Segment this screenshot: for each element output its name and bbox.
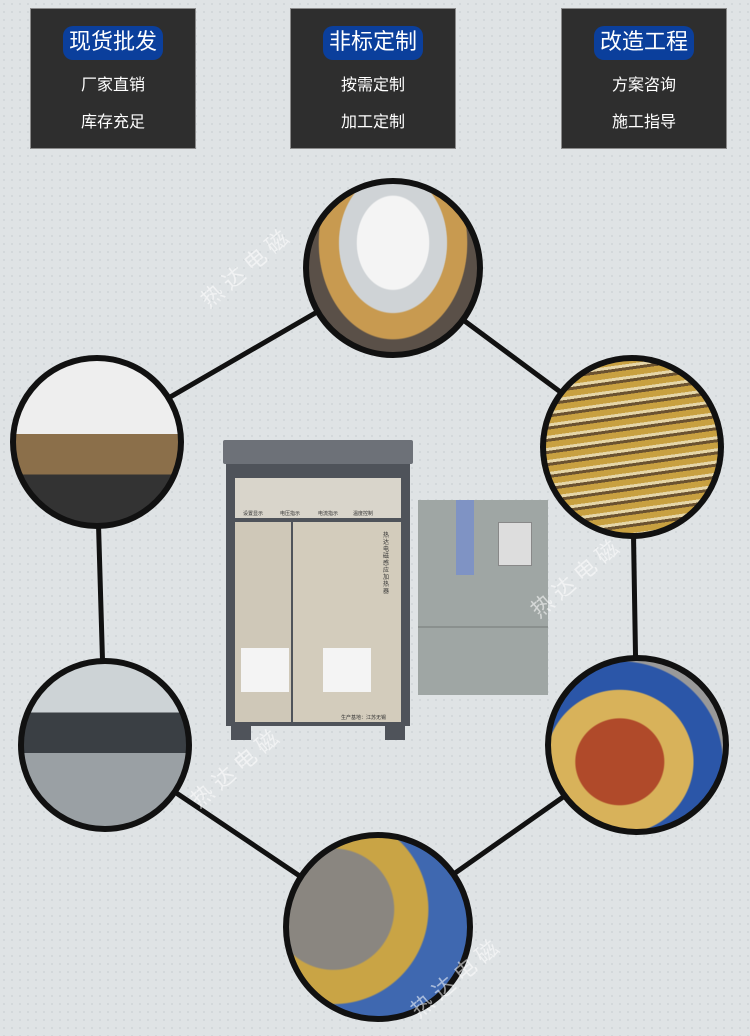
feature-line: 方案咨询 [611,75,676,94]
feature-box-wholesale: 现货批发 厂家直销 库存充足 [30,8,196,149]
panel-label: 设置显示 [243,511,264,517]
photo-extruder [18,658,192,832]
induction-heater-cabinet: 设置显示 电压指示 电流指示 温度控制 热达电磁感应加热器 生产基地：江苏无锡 [223,440,413,740]
panel-label: 电流指示 [318,511,339,517]
feature-title: 非标定制 [322,26,423,60]
feature-box-retrofit: 改造工程 方案咨询 施工指导 [561,8,727,149]
feature-line: 厂家直销 [80,75,145,94]
product-vertical-label: 热达电磁感应加热器 [383,532,390,595]
feature-box-custom: 非标定制 按需定制 加工定制 [290,8,456,149]
panel-label: 电压指示 [280,511,301,517]
photo-roller-machine [10,355,184,529]
feature-line: 加工定制 [340,112,405,131]
photo-coil-drum [303,178,483,358]
feature-line: 施工指导 [611,112,676,131]
origin-label: 生产基地：江苏无锡 [341,715,387,721]
feature-line: 库存充足 [80,112,145,131]
feature-title: 改造工程 [593,26,694,60]
feature-title: 现货批发 [62,26,163,60]
feature-line: 按需定制 [340,75,405,94]
photo-heating-panels [545,655,729,835]
photo-barrel-closeup [283,832,473,1022]
photo-coil-wiring [540,355,724,539]
panel-label: 温度控制 [353,511,374,517]
inverter-cabinet [418,500,548,695]
